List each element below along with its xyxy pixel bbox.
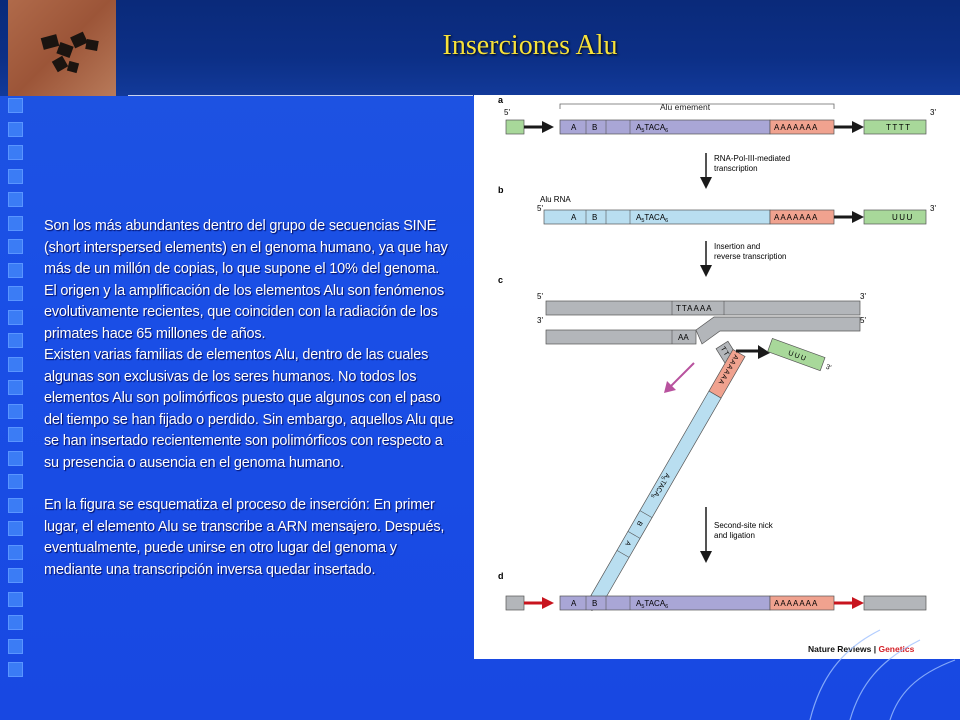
flank-right-a bbox=[863, 119, 927, 135]
logo-mark-icon bbox=[40, 31, 99, 74]
three-prime-c2: 3' bbox=[537, 316, 543, 325]
decorative-square bbox=[8, 309, 23, 325]
step3-line1: Second-site nick bbox=[714, 521, 774, 530]
panel-d-label: d bbox=[498, 571, 504, 581]
segment-b: B bbox=[592, 213, 597, 222]
segment-a: A bbox=[571, 213, 577, 222]
decorative-square bbox=[8, 98, 23, 113]
segment-a5taca6: A5TACA6 bbox=[636, 123, 668, 134]
arrow-right-icon bbox=[852, 211, 864, 223]
three-prime-a: 3' bbox=[930, 108, 936, 117]
flank-right-d bbox=[863, 595, 927, 611]
pink-arrow-icon bbox=[669, 362, 695, 388]
three-prime-c1: 3' bbox=[860, 292, 866, 301]
segment-a5taca6: A5TACA6 bbox=[636, 213, 668, 224]
ttaaaa-text: TTAAAA bbox=[676, 304, 713, 313]
step1-line1: RNA-Pol-III-mediated bbox=[714, 154, 790, 163]
arrow-right-icon bbox=[542, 597, 554, 609]
decorative-square bbox=[8, 497, 23, 513]
decorative-square bbox=[8, 591, 23, 607]
arrow-right-icon bbox=[758, 345, 770, 359]
poly-a-text: AAAAAAA bbox=[774, 599, 818, 608]
poly-a-text: AAAAAAA bbox=[774, 213, 818, 222]
alu-rna-label: Alu RNA bbox=[540, 195, 571, 204]
poly-a-text: AAAAAAA bbox=[774, 123, 818, 132]
flank-left-d bbox=[505, 595, 525, 611]
decorative-square bbox=[8, 450, 23, 466]
segment-b-angled: B bbox=[635, 519, 644, 527]
decorative-square bbox=[8, 168, 23, 184]
three-prime-angled: 3' bbox=[825, 364, 832, 372]
alu-insertion-figure: a 5' 3' Alu emement A B A5TACA6 AAAAAAA … bbox=[474, 95, 960, 659]
decorative-square bbox=[8, 239, 23, 254]
five-prime-a: 5' bbox=[504, 108, 510, 117]
decorative-square bbox=[8, 145, 23, 160]
decorative-square bbox=[8, 192, 23, 207]
paragraph-2: Existen varias familias de elementos Alu… bbox=[44, 347, 454, 471]
decorative-square bbox=[8, 638, 23, 654]
credit-journal: Nature Reviews | Genetics bbox=[808, 644, 915, 654]
decorative-square bbox=[8, 474, 23, 489]
segment-a: A bbox=[571, 599, 577, 608]
decorative-swoosh bbox=[809, 629, 956, 720]
uuu-text: UUU bbox=[892, 213, 914, 222]
alu-element-label: Alu emement bbox=[660, 102, 711, 112]
arrow-right-icon bbox=[542, 121, 554, 133]
segment-b: B bbox=[592, 599, 597, 608]
genomic-dna-bottom-right bbox=[695, 316, 861, 345]
decorative-square bbox=[8, 215, 23, 231]
decorative-square bbox=[8, 121, 23, 137]
step2-line1: Insertion and bbox=[714, 242, 760, 251]
uuu-tail-b bbox=[863, 209, 927, 225]
step2-line2: reverse transcription bbox=[714, 252, 786, 261]
decorative-square bbox=[8, 356, 23, 372]
slide-body: Son los más abundantes dentro del grupo … bbox=[44, 216, 454, 581]
segment-a: A bbox=[571, 123, 577, 132]
decorative-square bbox=[8, 568, 23, 583]
logo bbox=[8, 0, 116, 96]
panel-c-label: c bbox=[498, 275, 503, 285]
decorative-square-column bbox=[6, 96, 26, 686]
decorative-square bbox=[8, 403, 23, 419]
panel-a-label: a bbox=[498, 95, 504, 105]
segment-a-angled: A bbox=[623, 539, 632, 547]
arrow-right-icon bbox=[852, 597, 864, 609]
three-prime-b: 3' bbox=[930, 204, 936, 213]
step1-line2: transcription bbox=[714, 164, 758, 173]
segment-a5taca6: A5TACA6 bbox=[636, 599, 668, 610]
five-prime-c1: 5' bbox=[537, 292, 543, 301]
decorative-square bbox=[8, 544, 23, 560]
paragraph-1: Son los más abundantes dentro del grupo … bbox=[44, 218, 448, 342]
decorative-square bbox=[8, 521, 23, 536]
genomic-dna-bottom-left bbox=[545, 329, 697, 345]
arrow-right-icon bbox=[852, 121, 864, 133]
decorative-square bbox=[8, 262, 23, 278]
slide-title: Inserciones Alu bbox=[442, 30, 618, 61]
five-prime-c2: 5' bbox=[860, 316, 866, 325]
decorative-square bbox=[8, 662, 23, 677]
flank-left-a bbox=[505, 119, 525, 135]
five-prime-b: 5' bbox=[537, 204, 543, 213]
title-bar bbox=[0, 0, 960, 96]
decorative-square bbox=[8, 615, 23, 630]
paragraph-3: En la figura se esquematiza el proceso d… bbox=[44, 497, 445, 578]
tttt-text: TTTT bbox=[886, 123, 912, 132]
panel-b-label: b bbox=[498, 185, 504, 195]
uuu-tail-c bbox=[767, 337, 826, 372]
title-divider bbox=[128, 95, 473, 96]
step3-line2: and ligation bbox=[714, 531, 755, 540]
decorative-square bbox=[8, 333, 23, 348]
decorative-square bbox=[8, 286, 23, 301]
segment-b: B bbox=[592, 123, 597, 132]
aa-text: AA bbox=[678, 333, 689, 342]
decorative-square bbox=[8, 380, 23, 395]
genomic-dna-top-strand bbox=[545, 300, 861, 316]
decorative-square bbox=[8, 427, 23, 442]
